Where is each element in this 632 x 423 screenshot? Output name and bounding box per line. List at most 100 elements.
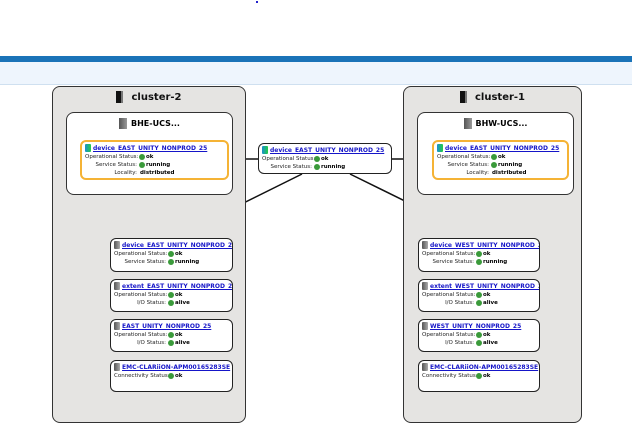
- distributed-device-card[interactable]: device_EAST_UNITY_NONPROD_25 Operational…: [258, 143, 392, 174]
- storage-card[interactable]: EMC-CLARiiON-APM00165283SE Connectivity S…: [418, 360, 540, 392]
- label: Service Status:: [95, 162, 137, 168]
- value: running: [498, 162, 523, 168]
- storage-link[interactable]: EAST_UNITY_NONPROD_25: [114, 322, 229, 330]
- value: alive: [483, 300, 498, 306]
- value: running: [146, 162, 171, 168]
- value: ok: [175, 251, 183, 257]
- storage-link[interactable]: extent_EAST_UNITY_NONPROD_25: [114, 282, 232, 290]
- value: running: [483, 259, 508, 265]
- storage-card[interactable]: EMC-CLARiiON-APM00165283SE Connectivity S…: [110, 360, 233, 392]
- check-icon: [139, 162, 145, 168]
- storage-icon: [114, 322, 120, 330]
- value: alive: [175, 340, 190, 346]
- check-icon: [491, 154, 497, 160]
- label: Operational Status:: [437, 154, 491, 160]
- value: alive: [483, 340, 498, 346]
- label: Operational Status:: [422, 332, 476, 338]
- device-link[interactable]: device_EAST_UNITY_NONPROD_25: [437, 144, 564, 152]
- storage-link[interactable]: EMC-CLARiiON-APM00165283SE: [114, 363, 230, 371]
- value: alive: [175, 300, 190, 306]
- check-icon: [476, 251, 482, 257]
- label: I/O Status:: [445, 340, 474, 346]
- value: ok: [175, 332, 183, 338]
- value: running: [175, 259, 200, 265]
- label: Operational Status:: [422, 292, 476, 298]
- storage-icon: [114, 363, 120, 371]
- check-icon: [476, 340, 482, 346]
- label: Operational Status:: [114, 251, 168, 257]
- label: Service Status:: [270, 164, 312, 170]
- check-icon: [168, 373, 174, 379]
- toolbar-band: [0, 62, 632, 85]
- header-bar: [0, 56, 632, 62]
- label: I/O Status:: [445, 300, 474, 306]
- label: Service Status:: [447, 162, 489, 168]
- device-icon: [437, 144, 443, 152]
- server-icon: [463, 118, 472, 129]
- device-link[interactable]: device_EAST_UNITY_NONPROD_25: [262, 146, 388, 154]
- label: Operational Status:: [114, 292, 168, 298]
- check-icon: [168, 300, 174, 306]
- device-icon: [85, 144, 91, 152]
- storage-link[interactable]: EMC-CLARiiON-APM00165283SE: [422, 363, 538, 371]
- label: Service Status:: [124, 259, 166, 265]
- device-icon: [262, 146, 268, 154]
- check-icon: [168, 251, 174, 257]
- cluster-name: cluster-2: [131, 91, 182, 103]
- storage-icon: [114, 282, 120, 290]
- value: distributed: [492, 170, 527, 176]
- host-name: BHW-UCS...: [475, 119, 528, 128]
- check-icon: [168, 340, 174, 346]
- value: ok: [175, 292, 183, 298]
- storage-icon: [422, 282, 428, 290]
- storage-link[interactable]: extent_WEST_UNITY_NONPROD_25: [422, 282, 539, 290]
- label: Service Status:: [432, 259, 474, 265]
- host-name: BHE-UCS...: [131, 119, 180, 128]
- virtual-volume-card[interactable]: device_EAST_UNITY_NONPROD_25 Operational…: [80, 140, 229, 180]
- label: I/O Status:: [137, 340, 166, 346]
- check-icon: [168, 332, 174, 338]
- server-icon: [119, 118, 127, 129]
- value: ok: [146, 154, 154, 160]
- check-icon: [168, 292, 174, 298]
- storage-icon: [422, 241, 428, 249]
- storage-icon: [422, 363, 428, 371]
- check-icon: [314, 156, 320, 162]
- check-icon: [476, 373, 482, 379]
- cluster-name: cluster-1: [474, 91, 526, 103]
- check-icon: [314, 164, 320, 170]
- storage-icon: [422, 322, 428, 330]
- check-icon: [476, 259, 482, 265]
- label: Operational Status:: [114, 332, 168, 338]
- value: ok: [483, 251, 491, 257]
- value: distributed: [140, 170, 175, 176]
- cursor-dot: [256, 1, 258, 3]
- rack-icon: [459, 91, 467, 103]
- label: Connectivity Status:: [114, 373, 170, 379]
- virtual-volume-card[interactable]: device_EAST_UNITY_NONPROD_25 Operational…: [432, 140, 569, 180]
- check-icon: [491, 162, 497, 168]
- check-icon: [168, 259, 174, 265]
- storage-link[interactable]: WEST_UNITY_NONPROD_25: [422, 322, 536, 330]
- check-icon: [139, 154, 145, 160]
- label: Connectivity Status:: [422, 373, 478, 379]
- label: Locality:: [114, 170, 137, 176]
- device-link[interactable]: device_EAST_UNITY_NONPROD_25: [85, 144, 224, 152]
- rack-icon: [116, 91, 124, 103]
- check-icon: [476, 332, 482, 338]
- label: Operational Status:: [422, 251, 476, 257]
- label: I/O Status:: [137, 300, 166, 306]
- label: Locality:: [466, 170, 489, 176]
- storage-link[interactable]: device_WEST_UNITY_NONPROD_25: [422, 241, 539, 249]
- value: ok: [483, 373, 491, 379]
- check-icon: [476, 300, 482, 306]
- value: ok: [175, 373, 183, 379]
- storage-link[interactable]: device_EAST_UNITY_NONPROD_25: [114, 241, 232, 249]
- value: ok: [321, 156, 329, 162]
